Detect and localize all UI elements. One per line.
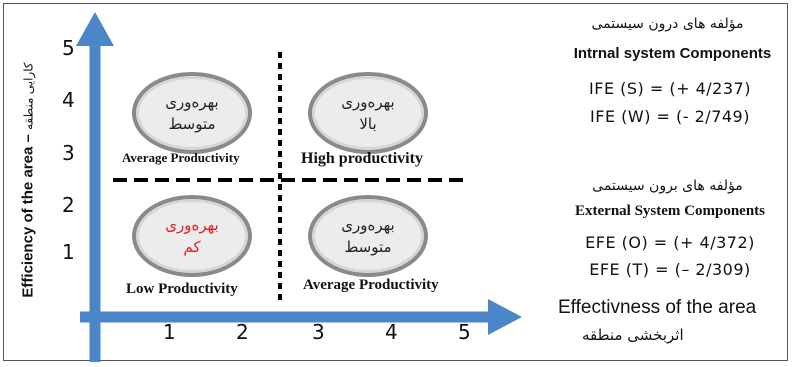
circle-bottom-right-line1: بهره‌وری [341, 216, 395, 234]
circle-top-right: بهره‌وری بالا [308, 72, 428, 154]
x-tick-3: 3 [312, 320, 325, 344]
y-tick-2: 2 [62, 193, 75, 217]
label-top-left: Average Productivity [122, 150, 240, 165]
circle-bottom-right: بهره‌وری متوسط [308, 195, 428, 277]
circle-bottom-left: بهره‌وری کم [132, 195, 252, 277]
ife-s: IFE (S) = (+ 4/237) [589, 79, 751, 98]
circle-top-left-line2: متوسط [168, 115, 216, 133]
x-axis-arrowhead [488, 299, 522, 335]
label-bottom-left: Low Productivity [126, 281, 238, 297]
x-tick-4: 4 [385, 320, 398, 344]
label-bottom-right: Average Productivity [303, 277, 439, 293]
y-tick-5: 5 [62, 36, 75, 60]
circle-bottom-left-line1: بهره‌وری [165, 216, 219, 234]
internal-title-en: Intrnal system Components [573, 45, 772, 62]
x-axis-title-en: Effectivness of the area [558, 297, 757, 318]
y-axis-title-fa: کارایی منطقه [21, 62, 36, 130]
x-tick-1: 1 [163, 320, 176, 344]
x-tick-5: 5 [458, 320, 471, 344]
circle-top-right-line2: بالا [359, 115, 377, 133]
external-title-fa: مؤلفه های برون سیستمی [592, 178, 743, 194]
y-tick-3: 3 [62, 141, 75, 165]
figure-frame [3, 3, 788, 361]
circle-top-left: بهره‌وری متوسط [132, 72, 252, 154]
circle-top-left-line1: بهره‌وری [165, 93, 219, 111]
external-title-en: External System Components [575, 203, 765, 219]
circle-top-right-line1: بهره‌وری [341, 93, 395, 111]
efe-o: EFE (O) = (+ 4/372) [585, 233, 755, 252]
y-axis-title: Efficiency of the area – کارایی منطقه [19, 62, 37, 298]
x-tick-2: 2 [236, 320, 249, 344]
ife-w: IFE (W) = (- 2/749) [590, 107, 750, 126]
y-axis-arrowhead [76, 12, 114, 46]
internal-title-fa: مؤلفه های درون سیستمی [591, 16, 744, 32]
circle-bottom-left-line2: کم [183, 238, 201, 256]
circle-bottom-right-line2: متوسط [344, 238, 392, 256]
x-axis-title-fa: اثربخشی منطقه [582, 326, 684, 344]
label-top-right: High productivity [301, 150, 423, 167]
y-tick-4: 4 [62, 88, 75, 112]
y-axis-title-en: Efficiency of the area [19, 146, 37, 298]
y-tick-1: 1 [62, 240, 75, 264]
efe-t: EFE (T) = (– 2/309) [589, 260, 751, 279]
